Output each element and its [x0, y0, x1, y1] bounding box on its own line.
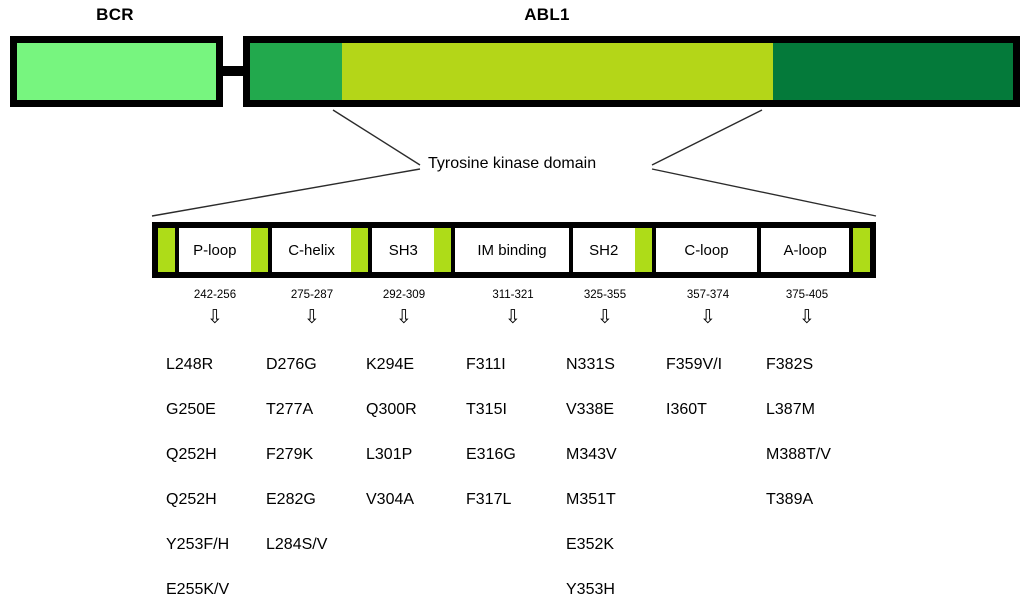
mutation-item[interactable]: Y253F/H: [166, 536, 230, 553]
mutation-item[interactable]: T315I: [466, 401, 507, 418]
gene-label-bcr: BCR: [96, 5, 134, 24]
domain-box-p-loop[interactable]: P-loop: [178, 228, 251, 272]
mutation-item[interactable]: N331S: [566, 356, 615, 373]
tyrosine-kinase-domain-label: Tyrosine kinase domain: [424, 155, 601, 173]
mutation-item[interactable]: I360T: [666, 401, 707, 418]
domain-arrow-5: ⇩: [700, 306, 716, 328]
mutation-item[interactable]: V338E: [566, 401, 615, 418]
mutation-item[interactable]: L301P: [366, 446, 413, 463]
mutation-item[interactable]: D276G: [266, 356, 317, 373]
domain-range-1: 275-287: [290, 289, 334, 301]
mutation-item[interactable]: K294E: [366, 356, 415, 373]
domain-separator-strip: [351, 228, 369, 272]
domain-gap: [368, 228, 373, 272]
domain-box-im-binding[interactable]: IM binding: [455, 228, 569, 272]
domain-separator-strip: [853, 228, 870, 272]
domain-box-sh3[interactable]: SH3: [372, 228, 435, 272]
mutation-item[interactable]: M351T: [566, 491, 616, 508]
bcr-abl1-linker: [222, 66, 244, 76]
mutation-item[interactable]: E255K/V: [166, 581, 230, 598]
domain-box-a-loop[interactable]: A-loop: [761, 228, 850, 272]
mutation-item[interactable]: M343V: [566, 446, 617, 463]
mutation-item[interactable]: F359V/I: [666, 356, 723, 373]
domain-box-sh2[interactable]: SH2: [572, 228, 635, 272]
mutation-item[interactable]: F382S: [766, 356, 814, 373]
domain-range-4: 325-355: [583, 289, 627, 301]
domain-gap: [267, 228, 272, 272]
domain-gap: [174, 228, 179, 272]
domain-range-6: 375-405: [785, 289, 829, 301]
mutation-item[interactable]: L284S/V: [266, 536, 328, 553]
domain-box-c-loop[interactable]: C-loop: [655, 228, 758, 272]
mutation-column-sh2: N331S V338E M343V M351T E352K Y353H: [566, 355, 617, 602]
mutation-item[interactable]: E282G: [266, 491, 316, 508]
domain-arrow-3: ⇩: [505, 306, 521, 328]
mutation-column-p-loop: L248R G250E Q252H Q252H Y253F/H E255K/V: [166, 355, 229, 602]
domain-range-5: 357-374: [686, 289, 730, 301]
domain-separator-strip: [434, 228, 452, 272]
bcr-segment: [17, 43, 216, 100]
domain-range-0: 242-256: [193, 289, 237, 301]
mutation-item[interactable]: F317L: [466, 491, 512, 508]
mutation-item[interactable]: F311I: [466, 356, 506, 373]
domain-separator-strip: [634, 228, 652, 272]
mutation-item[interactable]: Y353H: [566, 581, 615, 598]
domain-arrow-4: ⇩: [597, 306, 613, 328]
mutation-item[interactable]: L248R: [166, 356, 214, 373]
domain-gap: [651, 228, 656, 272]
domain-gap: [568, 228, 573, 272]
bcr-protein-bar: [10, 36, 223, 107]
mutation-item[interactable]: T277A: [266, 401, 314, 418]
mutation-item[interactable]: G250E: [166, 401, 216, 418]
mutation-item[interactable]: F279K: [266, 446, 314, 463]
domain-arrow-6: ⇩: [799, 306, 815, 328]
mutation-item[interactable]: Q252H: [166, 446, 217, 463]
domain-gap: [849, 228, 854, 272]
mutation-column-im-binding: F311I T315I E316G F317L: [466, 355, 516, 535]
abl1-n-terminal-segment: [250, 43, 342, 100]
mutation-item[interactable]: Q252H: [166, 491, 217, 508]
domain-box-c-helix[interactable]: C-helix: [271, 228, 352, 272]
domain-range-3: 311-321: [492, 289, 534, 301]
mutation-column-c-helix: D276G T277A F279K E282G L284S/V: [266, 355, 327, 580]
abl1-protein-bar: [243, 36, 1020, 107]
gene-label-abl1: ABL1: [524, 5, 570, 24]
mutation-column-a-loop: F382S L387M M388T/V T389A: [766, 355, 831, 535]
domain-arrow-0: ⇩: [207, 306, 223, 328]
abl1-c-terminal-segment: [772, 43, 1013, 100]
mutation-item[interactable]: V304A: [366, 491, 415, 508]
mutation-column-c-loop: F359V/I I360T: [666, 355, 722, 445]
mutation-item[interactable]: Q300R: [366, 401, 417, 418]
domain-separator-strip: [250, 228, 268, 272]
domain-arrow-2: ⇩: [396, 306, 412, 328]
mutation-item[interactable]: E316G: [466, 446, 516, 463]
domain-separator-strip: [158, 228, 175, 272]
mutation-item[interactable]: T389A: [766, 491, 814, 508]
domain-gap: [451, 228, 456, 272]
mutation-item[interactable]: M388T/V: [766, 446, 831, 463]
abl1-kinase-region-segment: [341, 43, 773, 100]
mutation-column-sh3: K294E Q300R L301P V304A: [366, 355, 417, 535]
mutation-item[interactable]: L387M: [766, 401, 815, 418]
domain-range-2: 292-309: [382, 289, 426, 301]
domain-gap: [757, 228, 762, 272]
domain-arrow-1: ⇩: [304, 306, 320, 328]
mutation-item[interactable]: E352K: [566, 536, 615, 553]
